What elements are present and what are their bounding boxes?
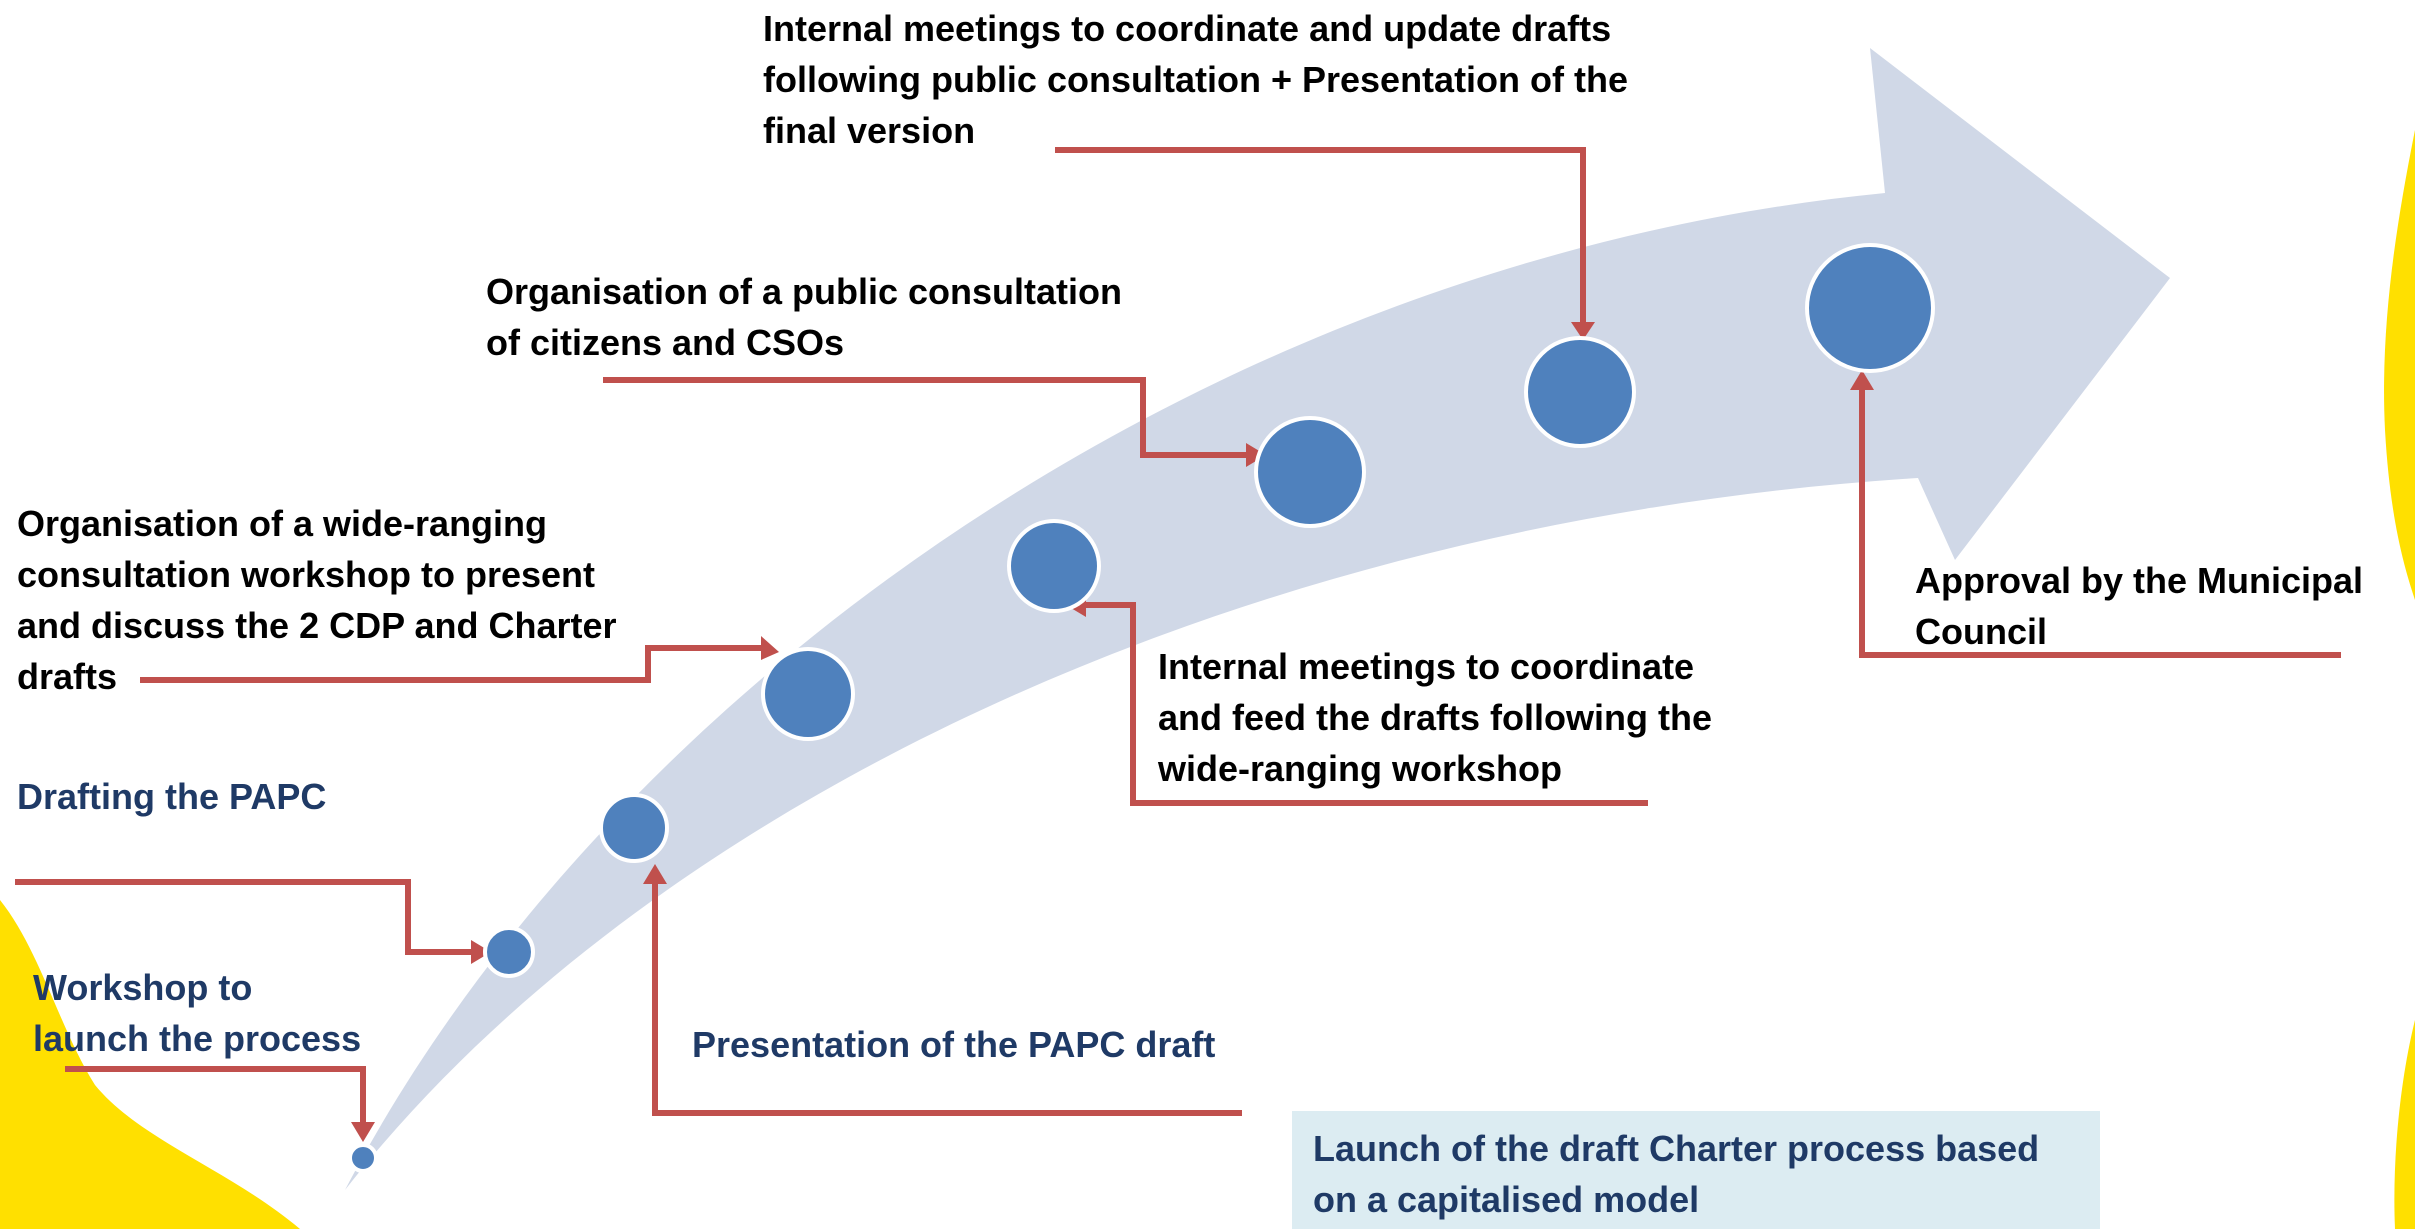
process-arrow: [345, 48, 2170, 1190]
yellow-blob-left: [0, 900, 300, 1229]
label-internal-feed: Internal meetings to coordinate and feed…: [1158, 646, 1713, 789]
milestone-7: [1524, 336, 1636, 448]
arrowhead-drafting: [471, 940, 491, 964]
connector-final-meetings: [1055, 147, 1586, 322]
milestone-1: [348, 1143, 378, 1173]
milestone-2: [483, 926, 535, 978]
yellow-blob-right-top: [2384, 130, 2415, 600]
arrowhead-wide-workshop: [761, 636, 779, 660]
label-approval: Approval by the Municipal Council: [1915, 560, 2364, 652]
arrowhead-presentation-draft: [643, 864, 667, 884]
connector-public-consultation: [603, 377, 1246, 458]
label-charter-launch: Launch of the draft Charter process base…: [1313, 1128, 2040, 1220]
yellow-blob-right-bottom: [2394, 1020, 2415, 1229]
arrowhead-final-meetings: [1571, 322, 1595, 340]
label-launch-workshop: Workshop to launch the process: [33, 967, 362, 1059]
milestone-3: [599, 793, 669, 863]
arrowhead-public-consultation: [1246, 443, 1266, 467]
label-drafting: Drafting the PAPC: [17, 776, 327, 817]
connector-wide-workshop: [140, 645, 765, 683]
charter-launch-box: [1292, 1111, 2100, 1229]
label-final-meetings: Internal meetings to coordinate and upda…: [763, 8, 1629, 151]
connector-internal-feed: [1082, 602, 1648, 806]
label-public-consultation: Organisation of a public consultation of…: [486, 271, 1123, 363]
connector-drafting: [15, 879, 475, 955]
arrowhead-approval: [1850, 370, 1874, 390]
arrowhead-launch-workshop: [351, 1122, 375, 1142]
milestone-4: [761, 647, 855, 741]
milestone-8: [1805, 243, 1935, 373]
label-presentation-draft: Presentation of the PAPC draft: [692, 1024, 1216, 1065]
connector-launch-workshop: [65, 1066, 366, 1125]
milestone-5: [1007, 519, 1101, 613]
milestone-6: [1254, 416, 1366, 528]
connector-presentation-draft: [652, 880, 1242, 1116]
connector-approval: [1859, 386, 2341, 658]
label-wide-workshop: Organisation of a wide-ranging consultat…: [17, 503, 617, 697]
